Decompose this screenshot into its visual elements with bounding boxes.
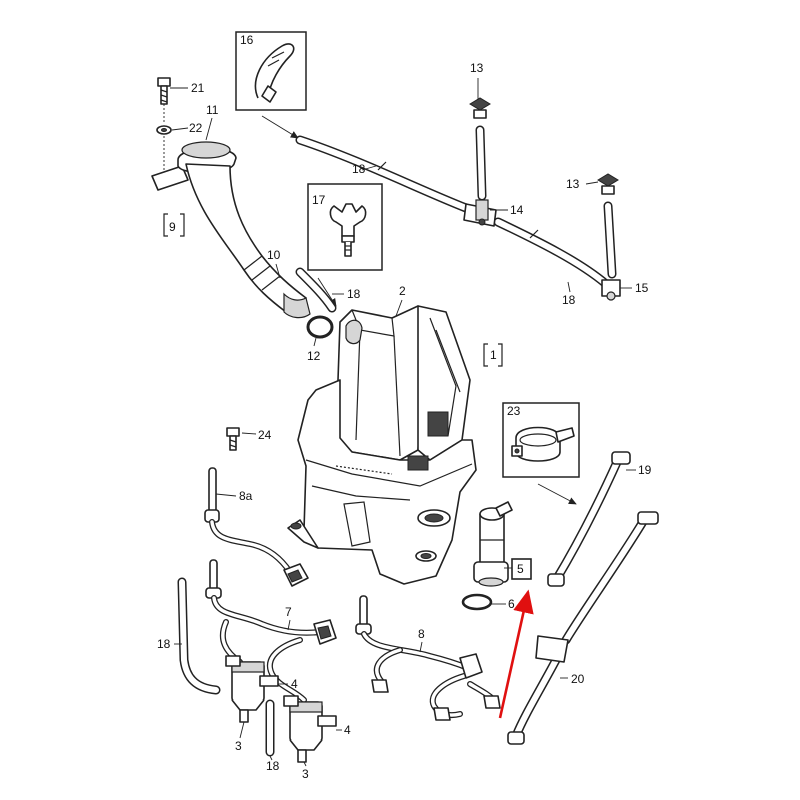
label-6: 6 — [508, 597, 515, 611]
filler-neck-11 — [151, 141, 311, 319]
label-18-lower-bottom: 18 — [266, 759, 280, 773]
label-19: 19 — [638, 463, 652, 477]
wiring-harness-7 — [205, 559, 337, 703]
washer-pump-3-4-right — [283, 695, 337, 763]
label-7: 7 — [285, 605, 292, 619]
label-24: 24 — [258, 428, 272, 442]
callout-box-17 — [307, 183, 383, 271]
label-13-left: 13 — [470, 61, 484, 75]
label-1: 1 — [490, 348, 497, 362]
label-10: 10 — [267, 248, 281, 262]
label-18-lower-left: 18 — [157, 637, 171, 651]
label-12: 12 — [307, 349, 321, 363]
nozzle-13-right — [597, 173, 619, 279]
label-3-left: 3 — [235, 739, 242, 753]
hose-19 — [547, 451, 631, 587]
callout-box-16 — [235, 31, 307, 111]
label-4-right: 4 — [344, 723, 351, 737]
label-18-upper-left: 18 — [352, 162, 366, 176]
connector-15 — [601, 279, 621, 301]
washer-reservoir-2 — [287, 305, 477, 585]
label-3-right: 3 — [302, 767, 309, 781]
highlight-box-5 — [511, 558, 532, 580]
callout-17-arrow — [317, 277, 337, 307]
label-22: 22 — [189, 121, 203, 135]
label-5: 5 — [517, 562, 524, 576]
label-13-right: 13 — [566, 177, 580, 191]
callout-box-23 — [502, 402, 580, 478]
label-8: 8 — [418, 627, 425, 641]
label-4-left: 4 — [291, 677, 298, 691]
nozzle-13-left — [469, 97, 491, 201]
label-11: 11 — [206, 103, 219, 117]
level-sensor-8a — [204, 467, 309, 587]
label-17: 17 — [312, 193, 326, 207]
wiring-harness-8 — [355, 595, 501, 721]
connector-14 — [463, 199, 497, 227]
highlight-arrow — [498, 589, 534, 719]
label-23: 23 — [507, 404, 521, 418]
label-16: 16 — [240, 33, 254, 47]
label-2: 2 — [399, 284, 406, 298]
callout-23-arrow — [537, 483, 577, 505]
label-21: 21 — [191, 81, 205, 95]
washer-pump-5 — [473, 501, 513, 587]
leader-lines — [170, 78, 636, 767]
label-15: 15 — [635, 281, 649, 295]
screw-24 — [226, 427, 240, 451]
screw-21 — [157, 77, 171, 105]
seal-6 — [461, 593, 493, 611]
hose-20 — [507, 511, 659, 745]
hose-18-upper — [295, 135, 611, 289]
reference-box-1 — [483, 343, 503, 367]
label-18-upper-right: 18 — [562, 293, 576, 307]
label-18-reservoir: 18 — [347, 287, 361, 301]
label-9: 9 — [169, 220, 176, 234]
label-8a: 8a — [239, 489, 253, 503]
washer-pump-3-4-left — [225, 655, 279, 723]
part-labels: 16 17 23 21 22 11 9 10 12 18 18 2 13 14 … — [157, 33, 652, 781]
callout-16-arrow — [261, 115, 299, 139]
reference-box-9 — [163, 213, 185, 237]
label-20: 20 — [571, 672, 585, 686]
o-ring-12 — [306, 315, 334, 339]
label-14: 14 — [510, 203, 524, 217]
hose-18-lower-left — [177, 577, 221, 695]
